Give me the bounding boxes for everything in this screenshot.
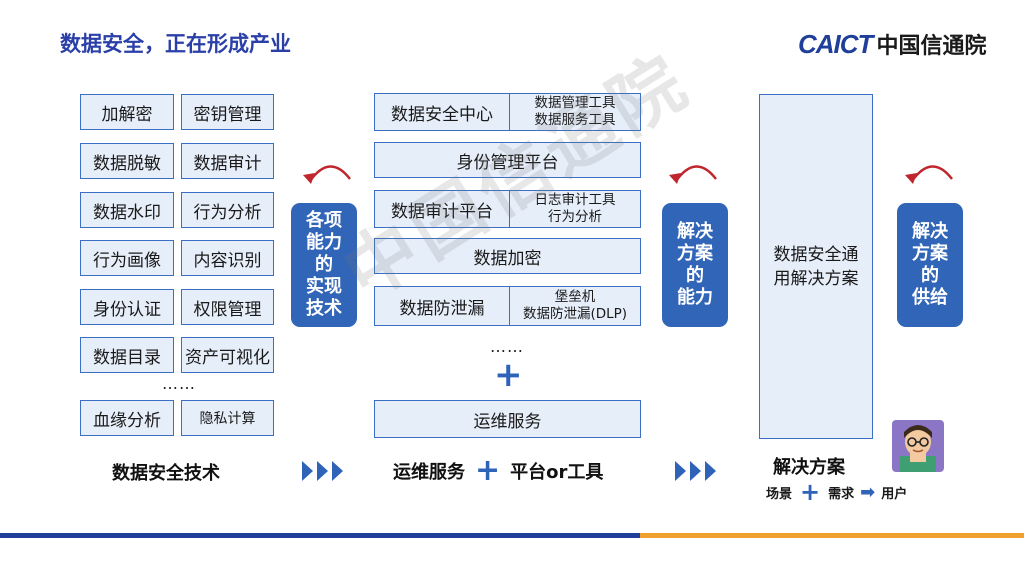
tech-box: 数据审计 [181, 143, 274, 179]
plus-icon: + [800, 478, 821, 506]
tech-box: 隐私计算 [181, 400, 274, 436]
tech-box: 密钥管理 [181, 94, 274, 130]
page-title: 数据安全，正在形成产业 [60, 32, 291, 56]
general-solution-box: 数据安全通 用解决方案 [759, 94, 873, 439]
plus-icon: + [494, 355, 523, 395]
curve-arrow-icon [303, 165, 351, 184]
badge-solution-supply: 解决 方案 的 供给 [897, 203, 963, 327]
legend-user: 用户 [881, 486, 908, 502]
sub-tool: 行为分析 [548, 209, 602, 225]
tech-box: 权限管理 [181, 289, 274, 325]
platform-data-audit: 数据审计平台 日志审计工具 行为分析 [374, 190, 641, 228]
legend-demand: 需求 [828, 486, 855, 502]
platform-main-label: 数据安全中心 [375, 94, 510, 130]
col3-footer: 解决方案 [773, 457, 845, 478]
platform-data-leak-prevention: 数据防泄漏 堡垒机 数据防泄漏(DLP) [374, 286, 641, 326]
curve-arrow-icon [905, 165, 953, 184]
badge-solution-capability: 解决 方案 的 能力 [662, 203, 728, 327]
platform-main-label: 数据防泄漏 [375, 287, 510, 325]
platform-sub-tools: 堡垒机 数据防泄漏(DLP) [510, 289, 640, 323]
platform-sub-tools: 数据管理工具 数据服务工具 [510, 95, 640, 129]
chevrons-right-icon [675, 461, 720, 481]
badge-implementation-tech: 各项 能力 的 实现 技术 [291, 203, 357, 327]
sub-tool: 数据服务工具 [534, 112, 616, 128]
bottom-bar-orange [640, 533, 1024, 538]
tech-box: 血缘分析 [80, 400, 174, 436]
legend-scenario: 场景 [766, 486, 793, 502]
logo-cn: 中国信通院 [876, 34, 987, 59]
arrow-right-icon: ➡ [860, 481, 876, 503]
col1-footer: 数据安全技术 [112, 463, 220, 484]
tech-box: 行为分析 [181, 192, 274, 228]
solution-legend: 场景 + 需求 ➡ 用户 [766, 478, 908, 506]
platform-data-security-center: 数据安全中心 数据管理工具 数据服务工具 [374, 93, 641, 131]
col1-ellipsis: …… [162, 374, 196, 393]
tech-box: 资产可视化 [181, 337, 274, 373]
sub-tool: 堡垒机 [554, 289, 596, 305]
chevrons-right-icon [302, 461, 347, 481]
logo: CAICT 中国信通院 [798, 28, 986, 60]
tech-box: 数据脱敏 [80, 143, 174, 179]
sub-tool: 数据防泄漏(DLP) [522, 306, 628, 322]
plus-icon: + [475, 453, 501, 488]
col2-footer-b: 平台or工具 [510, 462, 604, 483]
tech-box: 数据水印 [80, 192, 174, 228]
ops-service-box: 运维服务 [374, 400, 641, 438]
curve-arrow-icon [669, 165, 717, 184]
tech-box: 内容识别 [181, 240, 274, 276]
col2-ellipsis: …… [490, 337, 524, 356]
logo-en: CAICT [798, 28, 873, 59]
tech-box: 身份认证 [80, 289, 174, 325]
sub-tool: 日志审计工具 [534, 192, 616, 208]
tech-box: 行为画像 [80, 240, 174, 276]
sub-tool: 数据管理工具 [534, 95, 616, 111]
platform-main-label: 数据审计平台 [375, 191, 510, 227]
bottom-bar-blue [0, 533, 640, 538]
platform-data-encryption: 数据加密 [374, 238, 641, 274]
platform-sub-tools: 日志审计工具 行为分析 [510, 192, 640, 226]
tech-box: 加解密 [80, 94, 174, 130]
user-avatar-icon [892, 420, 944, 472]
col2-footer: 运维服务 + 平台or工具 [393, 456, 603, 486]
tech-box: 数据目录 [80, 337, 174, 373]
platform-identity-management: 身份管理平台 [374, 142, 641, 178]
col2-footer-a: 运维服务 [393, 462, 465, 483]
